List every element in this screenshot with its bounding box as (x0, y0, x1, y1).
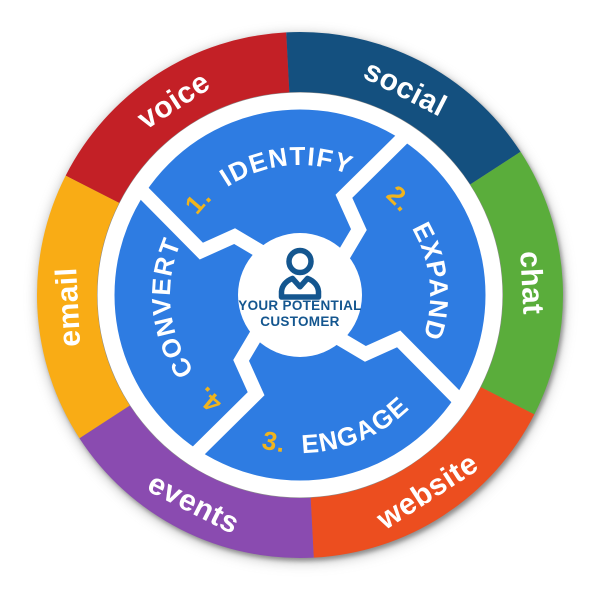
center-caption-line2: CUSTOMER (260, 314, 339, 329)
person-torso (278, 275, 322, 300)
segment-voice (65, 32, 290, 204)
segment-events (79, 405, 314, 559)
divider-identify-expand (335, 124, 417, 260)
person-head (286, 247, 314, 276)
channel-label-chat: chat (513, 250, 549, 315)
segment-email (37, 175, 131, 439)
segment-website (310, 386, 535, 558)
person-icon (278, 247, 322, 300)
segment-chat (469, 151, 563, 415)
divider-expand-engage (335, 330, 471, 412)
segment-social (286, 31, 521, 185)
petal-dividers (129, 124, 471, 466)
channel-label-email: email (50, 267, 87, 348)
divider-convert-identify (129, 178, 265, 260)
gap-ring (97, 92, 503, 498)
wheel: 1. IDENTIFY 2. EXPAND 3. ENGAGE (37, 31, 563, 559)
center-caption-line1: YOUR POTENTIAL (238, 298, 361, 313)
divider-engage-convert (183, 330, 265, 466)
channel-ring (37, 31, 563, 559)
